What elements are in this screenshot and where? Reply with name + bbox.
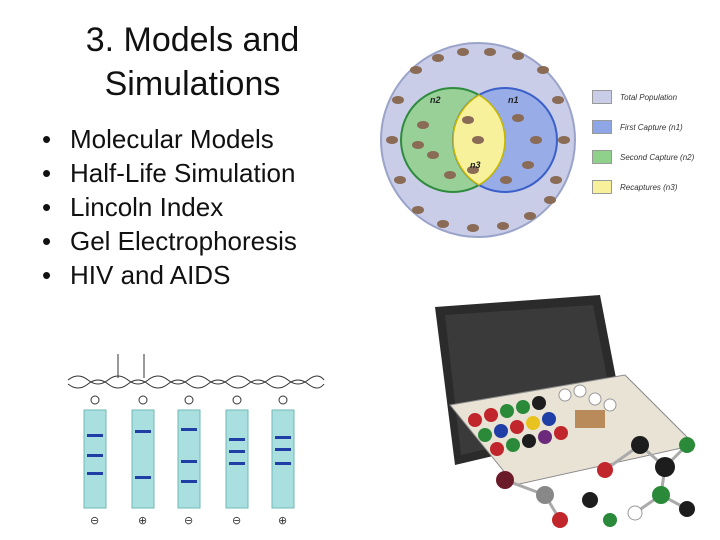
gel-band xyxy=(275,436,291,439)
title-line-1: 3. Models and xyxy=(85,21,300,59)
legend-label: First Capture (n1) xyxy=(620,122,683,132)
mouse-icons xyxy=(386,48,570,232)
gel-lanes xyxy=(83,409,295,509)
legend-label: Second Capture (n2) xyxy=(620,152,695,162)
bullet-text: Gel Electrophoresis xyxy=(70,226,297,256)
venn-label-n1: n1 xyxy=(508,95,519,105)
electrode-minus-icon: ⊖ xyxy=(90,514,99,527)
gel-band xyxy=(275,448,291,451)
gel-band xyxy=(229,462,245,465)
venn-label-n3: n3 xyxy=(470,160,481,170)
legend-item: Second Capture (n2) xyxy=(592,142,712,172)
bullet-dot: • xyxy=(42,158,52,188)
legend-item: First Capture (n1) xyxy=(592,112,712,142)
bullet-list: •Molecular Models •Half-Life Simulation … xyxy=(40,122,297,292)
electrode-minus-icon: ⊖ xyxy=(184,514,193,527)
model-atoms xyxy=(468,384,617,456)
molecular-model-kit-photo xyxy=(435,295,696,528)
bullet-dot: • xyxy=(42,192,52,222)
gel-band xyxy=(181,480,197,483)
gel-band xyxy=(181,460,197,463)
legend-item: Recaptures (n3) xyxy=(592,172,712,202)
bullet-item: • Half-Life Simulation xyxy=(40,156,297,190)
slide-title: 3. Models and Simulations xyxy=(40,18,345,106)
electrode-plus-icon: ⊕ xyxy=(278,514,287,527)
gel-bands xyxy=(87,428,291,483)
lincoln-index-venn-diagram: n2 n1 n3 xyxy=(380,42,576,238)
gel-lane xyxy=(271,409,295,509)
legend-label: Total Population xyxy=(620,92,678,102)
gel-band xyxy=(87,434,103,437)
gel-lane xyxy=(177,409,201,509)
gel-band xyxy=(229,438,245,441)
gel-band xyxy=(87,454,103,457)
bullet-dot: • xyxy=(42,260,52,290)
gel-band xyxy=(135,430,151,433)
legend-swatch xyxy=(592,180,612,194)
legend-swatch xyxy=(592,120,612,134)
gel-band xyxy=(87,472,103,475)
gel-lane xyxy=(225,409,249,509)
bullet-text: Lincoln Index xyxy=(70,192,224,222)
venn-label-n2: n2 xyxy=(430,95,441,105)
bullet-dot: • xyxy=(42,124,52,154)
venn-legend: Total Population First Capture (n1) Seco… xyxy=(592,82,712,202)
title-line-2: Simulations xyxy=(104,65,281,103)
bullet-text: HIV and AIDS xyxy=(70,260,231,290)
bullet-text: Molecular Models xyxy=(70,124,274,154)
bullet-item: • Lincoln Index xyxy=(40,190,297,224)
bullet-dot: • xyxy=(42,226,52,256)
legend-label: Recaptures (n3) xyxy=(620,182,678,192)
bullet-item: • Gel Electrophoresis xyxy=(40,224,297,258)
legend-swatch xyxy=(592,90,612,104)
gel-lane xyxy=(131,409,155,509)
electrode-minus-icon: ⊖ xyxy=(232,514,241,527)
gel-electrophoresis-illustration: ⊖ ⊕ ⊖ ⊖ ⊕ xyxy=(67,354,325,527)
assembled-molecule xyxy=(496,436,695,528)
gel-band xyxy=(181,428,197,431)
dna-strand-icon xyxy=(67,354,325,389)
bullet-item: • Molecular Models xyxy=(40,122,297,156)
gel-lane xyxy=(83,409,107,509)
gel-band xyxy=(275,462,291,465)
well-markers xyxy=(90,395,288,405)
bullet-item: • HIV and AIDS xyxy=(40,258,297,292)
bullet-text: Half-Life Simulation xyxy=(70,158,296,188)
gel-band xyxy=(135,476,151,479)
legend-swatch xyxy=(592,150,612,164)
electrode-plus-icon: ⊕ xyxy=(138,514,147,527)
legend-item: Total Population xyxy=(592,82,712,112)
gel-band xyxy=(229,450,245,453)
